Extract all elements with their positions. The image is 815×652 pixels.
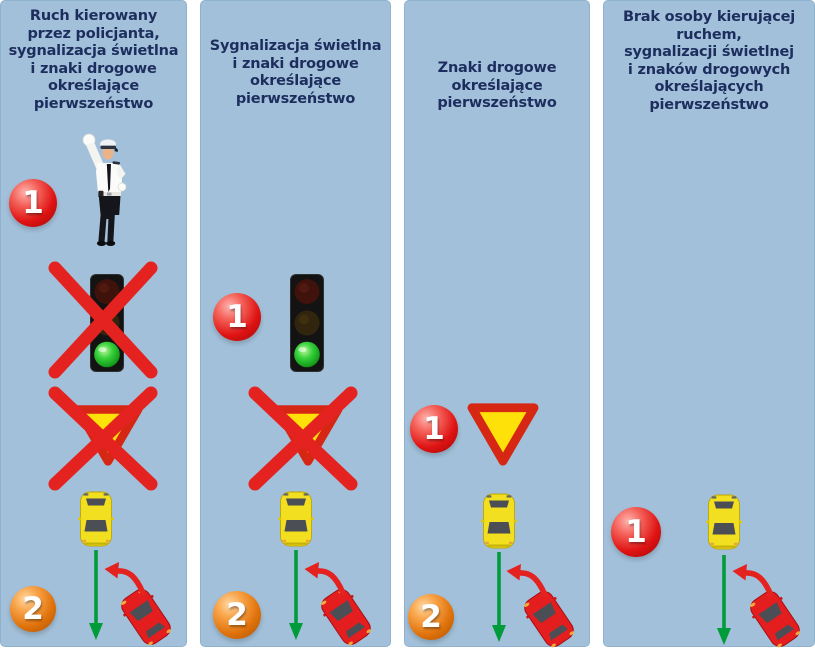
curved-arrow-icon [302, 561, 346, 595]
yellow-car-icon [481, 492, 517, 550]
step-badge-1: 1 [410, 405, 458, 453]
step-badge-1: 1 [611, 507, 661, 557]
yellow-car-icon [706, 493, 742, 551]
panel-road-signs: Znaki drogowe określające pierwszeństwo … [404, 0, 590, 652]
yellow-car-icon [78, 490, 114, 548]
yellow-car-icon [278, 490, 314, 548]
step-badge-1: 1 [213, 293, 261, 341]
red-cross-icon [248, 386, 358, 491]
curved-arrow-icon [102, 561, 146, 595]
panel-no-controls: Brak osoby kierującej ruchem, sygnalizac… [603, 0, 815, 652]
policeman-icon [77, 131, 129, 251]
panel-title: Ruch kierowany przez policjanta, sygnali… [8, 8, 179, 112]
panel-traffic-lights: Sygnalizacja świetlna i znaki drogowe ok… [200, 0, 391, 650]
red-cross-icon [48, 261, 158, 379]
step-badge-2: 2 [408, 594, 454, 640]
yield-sign-icon [464, 399, 542, 467]
panel-title: Sygnalizacja świetlna i znaki drogowe ok… [209, 38, 382, 107]
panel-title: Znaki drogowe określające pierwszeństwo [437, 60, 557, 111]
panel-title: Brak osoby kierującej ruchem, sygnalizac… [623, 9, 795, 113]
curved-arrow-icon [730, 563, 774, 597]
red-cross-icon [48, 386, 158, 491]
step-badge-1: 1 [9, 179, 57, 227]
panel-police-control: Ruch kierowany przez policjanta, sygnali… [0, 0, 187, 650]
curved-arrow-icon [504, 563, 548, 597]
step-badge-2: 2 [213, 591, 261, 639]
traffic-light-icon [289, 273, 325, 373]
step-badge-2: 2 [10, 586, 56, 632]
